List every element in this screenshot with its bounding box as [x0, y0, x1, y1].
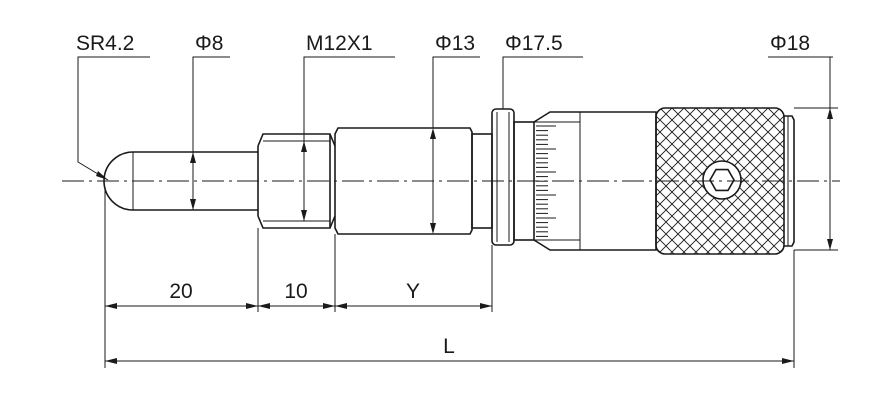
thimble-graduation [536, 125, 556, 237]
label-sr4-2: SR4.2 [76, 32, 134, 55]
label-m12x1: M12X1 [306, 32, 373, 55]
label-length-l: L [443, 335, 455, 358]
label-phi13: Φ13 [435, 32, 475, 55]
label-length-20: 20 [169, 280, 192, 303]
label-length-y: Y [406, 280, 420, 303]
length-dimensions [105, 303, 794, 364]
diameter-arrows [190, 108, 833, 250]
collar [491, 108, 535, 246]
label-phi18: Φ18 [770, 32, 810, 55]
label-phi8: Φ8 [195, 32, 223, 55]
hex-socket-icon [702, 160, 742, 200]
label-phi17-5: Φ17.5 [505, 32, 563, 55]
label-length-10: 10 [284, 280, 307, 303]
